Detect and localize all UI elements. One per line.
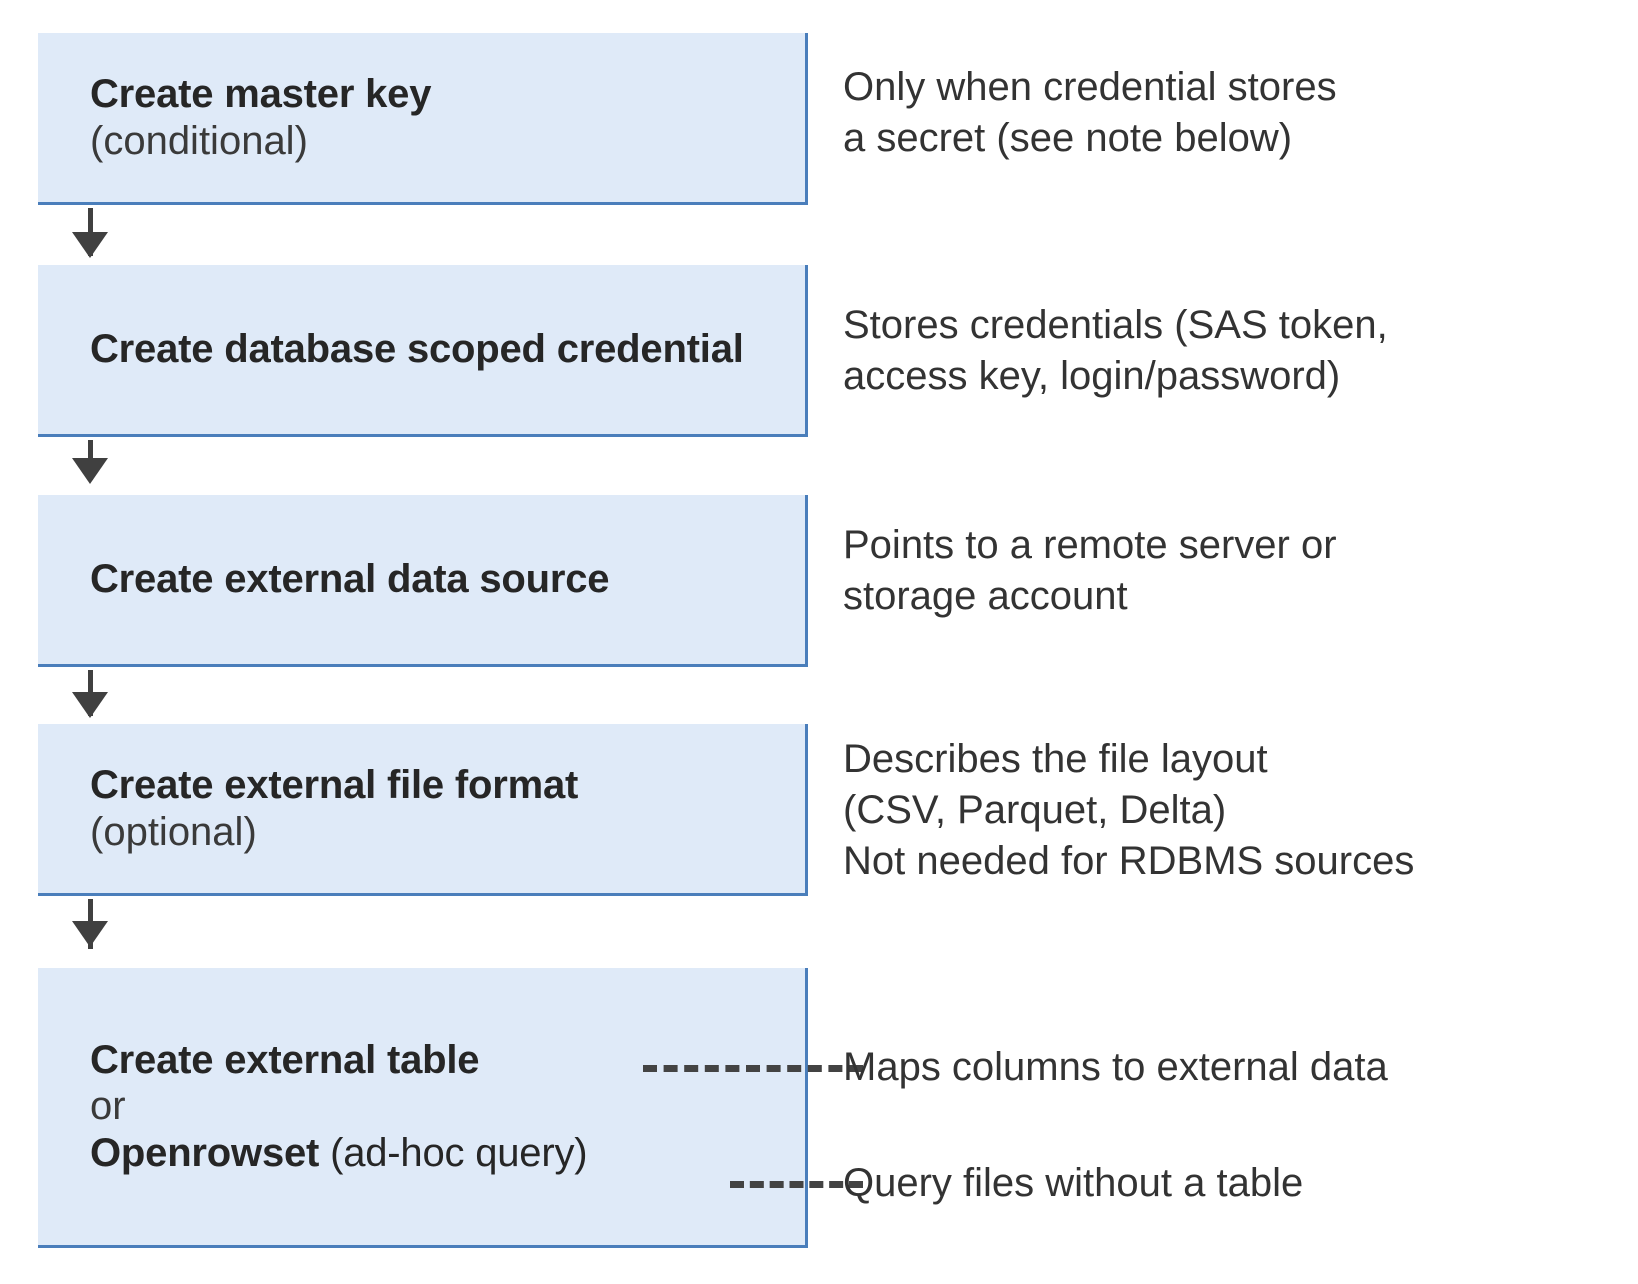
step-box-create-external-table-or-openrowset[interactable]: Create external table or Openrowset (ad-…: [38, 968, 808, 1248]
step-title-openrowset-bold: Openrowset: [90, 1130, 320, 1175]
step-box-create-database-scoped-credential[interactable]: Create database scoped credential: [38, 265, 808, 437]
note-create-external-file-format: Describes the file layout (CSV, Parquet,…: [843, 737, 1415, 884]
step-box-create-external-data-source[interactable]: Create external data source: [38, 495, 808, 667]
step-title-create-external-data-source: Create external data source: [90, 557, 610, 602]
step-title-create-master-key: Create master key: [90, 72, 432, 117]
step-box-create-master-key[interactable]: Create master key (conditional): [38, 33, 808, 205]
note-create-database-scoped-credential: Stores credentials (SAS token, access ke…: [843, 303, 1388, 399]
arrow-head-1: [72, 232, 108, 258]
dashed-connector-openrowset: [730, 1181, 863, 1188]
arrow-head-2: [72, 458, 108, 484]
step-subtitle-create-master-key: (conditional): [90, 118, 308, 163]
step-title-openrowset-qualifier: (ad-hoc query): [319, 1130, 588, 1175]
dashed-connector-external-table: [643, 1065, 863, 1072]
note-maps-columns: Maps columns to external data: [843, 1045, 1388, 1089]
note-create-master-key: Only when credential stores a secret (se…: [843, 65, 1337, 161]
arrow-head-4: [72, 921, 108, 947]
step-title-create-external-table: Create external table: [90, 1037, 480, 1082]
step-title-create-database-scoped-credential: Create database scoped credential: [90, 327, 744, 372]
note-query-files: Query files without a table: [843, 1161, 1304, 1205]
step-subtitle-create-external-file-format: (optional): [90, 809, 257, 854]
step-box-create-external-file-format[interactable]: Create external file format (optional): [38, 724, 808, 896]
step-title-create-external-file-format: Create external file format: [90, 763, 579, 808]
note-create-external-data-source: Points to a remote server or storage acc…: [843, 523, 1337, 619]
step-connector-or: or: [90, 1084, 126, 1129]
arrow-head-3: [72, 692, 108, 718]
step-title-openrowset: Openrowset (ad-hoc query): [90, 1130, 789, 1176]
